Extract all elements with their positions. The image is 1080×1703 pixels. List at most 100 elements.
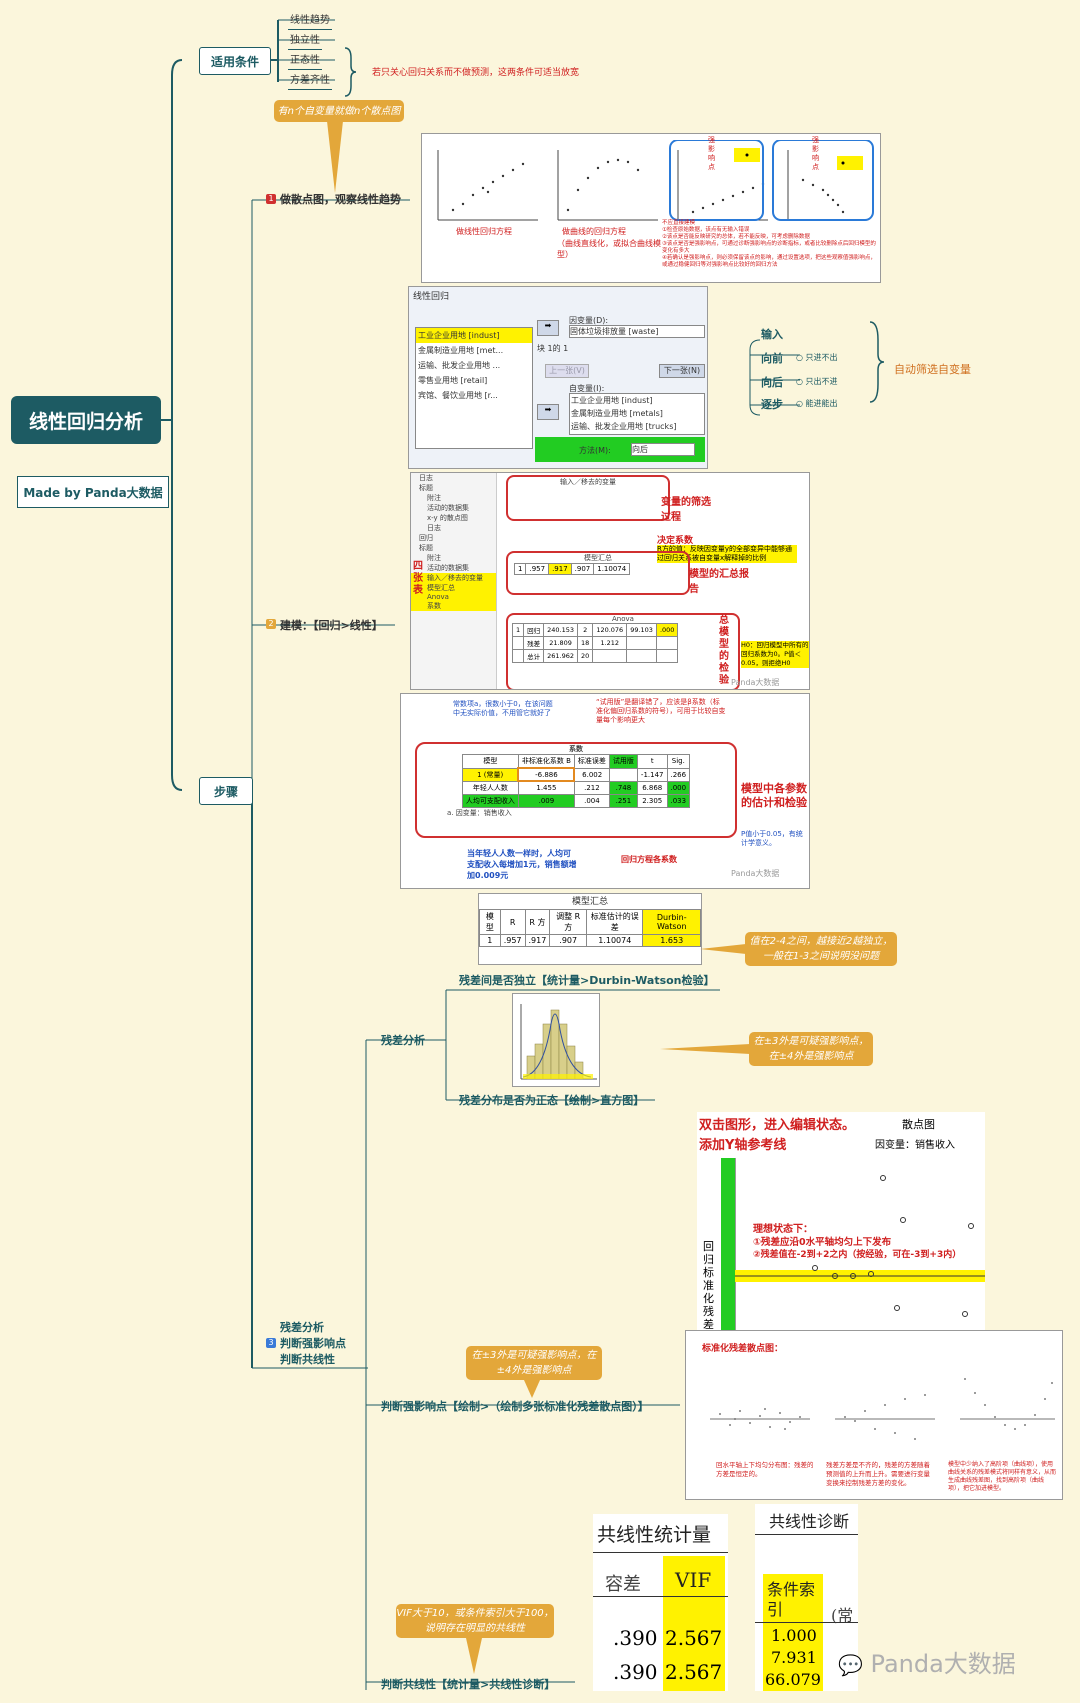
method-backward: 向后 xyxy=(761,376,783,389)
output-tree: 日志 标题 附注 活动的数据集 x-y 的散点图 日志 回归 标题 附注 活动的… xyxy=(411,473,497,689)
hist-caption[interactable]: 残差分布是否为正态【绘制>直方图】 xyxy=(459,1094,645,1107)
step3-line-collinear: 判断共线性 xyxy=(280,1353,335,1366)
std-residual-caption-3: 模型中少纳入了高阶项（曲线项），使用曲线关系的残差模式将同样有意义，从而生成曲线… xyxy=(948,1461,1057,1492)
histogram-chart xyxy=(520,1004,597,1080)
condition-independence: 独立性 xyxy=(288,32,322,50)
std-coef-note: “试用版”是翻译错了，应该是β系数（标准化偏回归系数的符号），可用于比较自变量每… xyxy=(596,698,726,724)
method-input: 输入 xyxy=(761,328,783,341)
p-value-note: P值小于0.05，有统计学意义。 xyxy=(741,830,803,847)
wechat-icon: 💬 xyxy=(838,1653,863,1677)
dw-callout: 值在2-4之间，越接近2越独立，一般在1-3之间说明没问题 xyxy=(745,932,897,966)
root-node[interactable]: 线性回归分析 xyxy=(11,396,161,444)
step3-label[interactable]: 残差分析 判断强影响点 判断共线性 xyxy=(280,1320,346,1368)
coef-dep: a. 因变量：销售收入 xyxy=(447,808,512,817)
tolerance-value: .390 xyxy=(613,1660,658,1684)
vif-value: 2.567 xyxy=(665,1626,723,1650)
strong-label[interactable]: 判断强影响点【绘制>（绘制多张标准化残差散点图）】 xyxy=(381,1400,649,1413)
estimate-label: 模型中各参数的估计和检验 xyxy=(741,782,807,809)
r2-note: R方的值：反映因变量y的全部变异中能够通过回归关系被自变量x解释掉的比例 xyxy=(657,545,797,563)
method-backward-desc: ○ 只出不进 xyxy=(796,377,838,386)
io-table-box: 输入／移去的变量 xyxy=(506,475,670,521)
method-stepwise-desc: ○ 能进能出 xyxy=(796,399,838,408)
residual-callout-pointer xyxy=(660,1044,750,1054)
ideal-2: ②残差值在-2到+2之内（按经验，可在-3到+3内） xyxy=(753,1250,962,1260)
step2-label[interactable]: 建模：【回归>线性】 xyxy=(280,619,383,632)
indep-list[interactable]: 工业企业用地 [indust] 金属制造业用地 [metals] 运输、批发企业… xyxy=(569,393,705,435)
std-residual-caption-1: 回水平轴上下均匀分布图：残差的方差是恒定的。 xyxy=(716,1461,814,1478)
made-by-label: Made by Panda大数据 xyxy=(17,476,169,508)
scatter-caption-1: 做线性回归方程 xyxy=(456,227,512,236)
residual-label[interactable]: 残差分析 xyxy=(381,1034,425,1047)
condition-normality: 正态性 xyxy=(288,52,322,70)
four-tables-label: 四张表 xyxy=(413,561,423,596)
method-stepwise: 逐步 xyxy=(761,398,783,411)
scatter-chart-dep: 因变量：销售收入 xyxy=(875,1140,955,1151)
step3-line-strong: 判断强影响点 xyxy=(280,1337,346,1350)
scatter-notes: 不应直接建模 ①检查原始数据，该点有无输入错误 ②该点是否能反映研究的总体，若不… xyxy=(662,220,876,268)
edit-instruction-2: 添加Y轴参考线 xyxy=(699,1138,787,1153)
cond-value: 1.000 xyxy=(771,1626,817,1645)
model-summary-report: 模型的汇总报告 xyxy=(689,569,749,595)
coef-title: 系数 xyxy=(569,745,583,753)
dialog-title: 线性回归 xyxy=(413,292,450,302)
determination-label: 决定系数 xyxy=(657,536,694,546)
dialog-var-item[interactable]: 宾馆、餐饮业用地 [r... xyxy=(418,391,498,400)
move-dep-button[interactable]: ➡ xyxy=(537,320,559,336)
strong-callout: 在±3外是可疑强影响点，在±4外是强影响点 xyxy=(466,1346,602,1380)
indep-label: 自变量(I): xyxy=(569,384,605,393)
indep-item[interactable]: 运输、批发企业用地 [trucks] xyxy=(571,422,677,431)
collinear-stats-panel: 共线性统计量 容差 VIF .390 2.567 .390 2.567 xyxy=(593,1514,728,1691)
const-note: 常数项a，很数小于0，在该问题中无实际价值，不用管它就好了 xyxy=(453,700,553,717)
indep-item[interactable]: 金属制造业用地 [metals] xyxy=(571,409,663,418)
dw-caption[interactable]: 残差间是否独立【统计量>Durbin-Watson检验】 xyxy=(459,974,715,987)
collinear-diag-title: 共线性诊断 xyxy=(769,1512,850,1531)
strong-callout-pointer xyxy=(524,1380,540,1398)
collinear-label[interactable]: 判断共线性【统计量>共线性诊断】 xyxy=(381,1678,556,1691)
dep-label: 因变量(D): xyxy=(569,316,609,325)
dw-callout-pointer xyxy=(700,944,746,954)
dep-field[interactable]: 固体垃圾排放量 [waste] xyxy=(569,325,705,338)
y-axis-highlight xyxy=(721,1158,735,1330)
cond-highlight xyxy=(763,1574,823,1691)
steps-node[interactable]: 步骤 xyxy=(199,777,253,805)
dialog-var-list[interactable]: 工业企业用地 [indust] 金属制造业用地 [met... 运输、批发企业用… xyxy=(415,327,533,449)
step1-label[interactable]: 做散点图，观察线性趋势 xyxy=(280,193,401,206)
move-indep-button[interactable]: ➡ xyxy=(537,404,559,420)
cond-header: 条件索引 xyxy=(767,1580,816,1619)
prev-button[interactable]: 上一张(V) xyxy=(545,364,589,378)
summary-table-box: 模型汇总 1 .957 .917 .907 1.10074 xyxy=(506,551,690,595)
dialog-var-item[interactable]: 零售业用地 [retail] xyxy=(418,376,488,385)
method-select[interactable]: 向后 xyxy=(631,443,695,456)
step3-line-residual: 残差分析 xyxy=(280,1321,324,1334)
indep-item[interactable]: 工业企业用地 [indust] xyxy=(571,396,653,405)
scatter-chart-title: 散点图 xyxy=(902,1118,935,1131)
condition-linear: 线性趋势 xyxy=(288,12,332,30)
watermark: 💬 Panda大数据 xyxy=(838,1650,1016,1678)
collinear-diag-panel: 共线性诊断 条件索引 (常 1.000 7.931 66.079 xyxy=(755,1504,858,1691)
dialog-var-item[interactable]: 运输、批发企业用地 ... xyxy=(418,361,501,370)
dialog-var-item[interactable]: 金属制造业用地 [met... xyxy=(418,346,504,355)
vif-value: 2.567 xyxy=(665,1660,723,1684)
scatter-plots-panel: 做线性回归方程 做曲线的回归方程 （曲线直线化，或拟合曲线模型） 强影响点 强影… xyxy=(421,133,881,283)
residual-callout: 在±3外是可疑强影响点，在±4外是强影响点 xyxy=(749,1032,873,1066)
residual-histogram xyxy=(512,993,600,1087)
reg-coef-label: 回归方程各系数 xyxy=(621,855,677,864)
coefficient-panel: 常数项a，很数小于0，在该问题中无实际价值，不用管它就好了 “试用版”是翻译错了… xyxy=(400,693,810,889)
cond-value: 7.931 xyxy=(771,1648,817,1667)
std-residual-plots xyxy=(710,1378,1055,1440)
dialog-var-item[interactable]: 工业企业用地 [indust] xyxy=(416,328,532,343)
next-button[interactable]: 下一张(N) xyxy=(659,364,705,378)
conditions-node[interactable]: 适用条件 xyxy=(199,47,271,75)
spss-output-panel: 日志 标题 附注 活动的数据集 x-y 的散点图 日志 回归 标题 附注 活动的… xyxy=(410,472,810,690)
std-residual-panel: 标准化残差散点图： 回水平轴上下均匀分布图：残差的方差是恒定的。 残差方差是不齐… xyxy=(685,1330,1063,1500)
linear-regression-dialog: 线性回归 工业企业用地 [indust] 金属制造业用地 [met... 运输、… xyxy=(408,286,708,469)
step3-number: 3 xyxy=(266,1338,276,1348)
